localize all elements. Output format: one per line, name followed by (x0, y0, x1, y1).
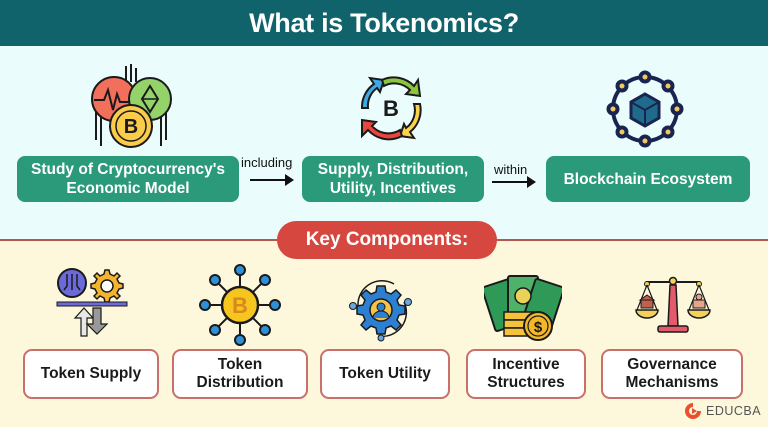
key-components-heading: Key Components: (277, 221, 497, 259)
arrow-right-icon (250, 174, 294, 186)
connector-including-label: including (241, 155, 293, 170)
svg-text:B: B (383, 96, 399, 121)
scales-icon (635, 276, 711, 333)
component-label-line1: Governance (627, 356, 717, 373)
flow-step-study-box: Study of Cryptocurrency's Economic Model (17, 156, 239, 202)
gear-user-icon (349, 280, 412, 342)
educba-logo: EDUCBA (684, 402, 761, 420)
educba-logo-icon (685, 403, 701, 419)
educba-logo-text: EDUCBA (706, 404, 762, 418)
component-card-incentive-structures: Incentive Structures (466, 349, 586, 399)
flow-step-label-line1: Supply, Distribution, (317, 161, 469, 178)
token-supply-icon (56, 268, 128, 337)
component-label-line1: Incentive (492, 356, 560, 373)
svg-text:$: $ (534, 319, 543, 336)
money-coins-icon: $ (484, 275, 562, 341)
component-card-governance-mechanisms: Governance Mechanisms (601, 349, 743, 399)
component-label-line2: Distribution (196, 374, 284, 391)
flow-step-label-line2: Economic Model (66, 180, 190, 197)
blockchain-network-icon (606, 70, 684, 148)
component-label-line2: Mechanisms (625, 374, 719, 391)
arrow-right-icon (492, 176, 536, 188)
crypto-coins-icon: B (91, 64, 172, 148)
component-card-token-distribution: Token Distribution (172, 349, 308, 399)
component-label: Token Supply (40, 365, 142, 382)
component-label-line1: Token (217, 356, 263, 373)
flow-step-label-line2: Utility, Incentives (329, 180, 457, 197)
flow-step-components-box: Supply, Distribution, Utility, Incentive… (302, 156, 484, 202)
svg-text:B: B (124, 116, 138, 138)
flow-step-ecosystem-box: Blockchain Ecosystem (546, 156, 750, 202)
component-label-line2: Structures (487, 374, 565, 391)
connector-within-label: within (494, 162, 528, 177)
page-title: What is Tokenomics? (249, 7, 519, 38)
bitcoin-cycle-icon: B (360, 76, 422, 141)
flow-step-label-line1: Study of Cryptocurrency's (30, 161, 226, 178)
svg-text:B: B (232, 293, 248, 318)
component-card-token-supply: Token Supply (23, 349, 159, 399)
flow-step-label-line1: Blockchain Ecosystem (563, 170, 733, 188)
component-label: Token Utility (339, 365, 431, 382)
bitcoin-distribution-icon: B (199, 264, 281, 346)
header-banner: What is Tokenomics? (0, 0, 768, 46)
component-card-token-utility: Token Utility (320, 349, 450, 399)
